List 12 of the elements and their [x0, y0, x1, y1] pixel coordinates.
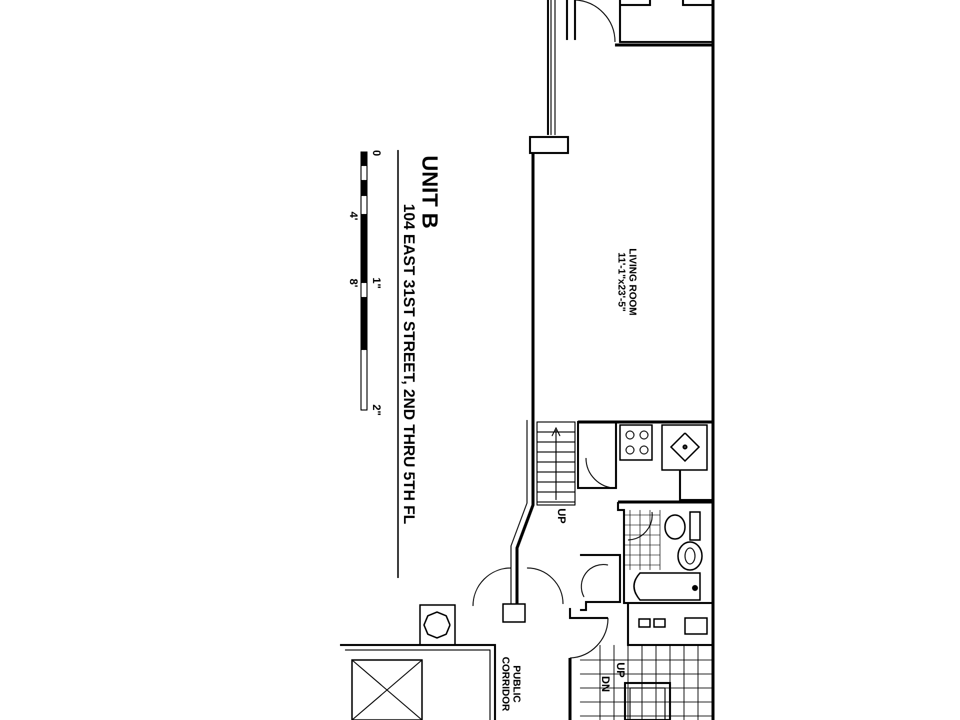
title: UNIT B — [418, 155, 442, 229]
direction-label: DN — [598, 676, 610, 692]
direction-label: UP — [613, 662, 625, 678]
scale-label: 4' — [346, 212, 358, 220]
scale-label: 8' — [346, 278, 358, 288]
address: 104 EAST 31ST STREET, 2ND THRU 5TH FL — [400, 204, 416, 524]
scale-label: 0 — [369, 150, 381, 156]
direction-label: UP — [554, 508, 566, 524]
room-label: LIVING ROOM 11'-1"x23'-5" — [616, 248, 636, 316]
room-label: PUBLIC CORRIDOR — [500, 656, 520, 714]
scale-label: 2" — [369, 404, 381, 416]
scale-label: 1" — [369, 277, 381, 289]
